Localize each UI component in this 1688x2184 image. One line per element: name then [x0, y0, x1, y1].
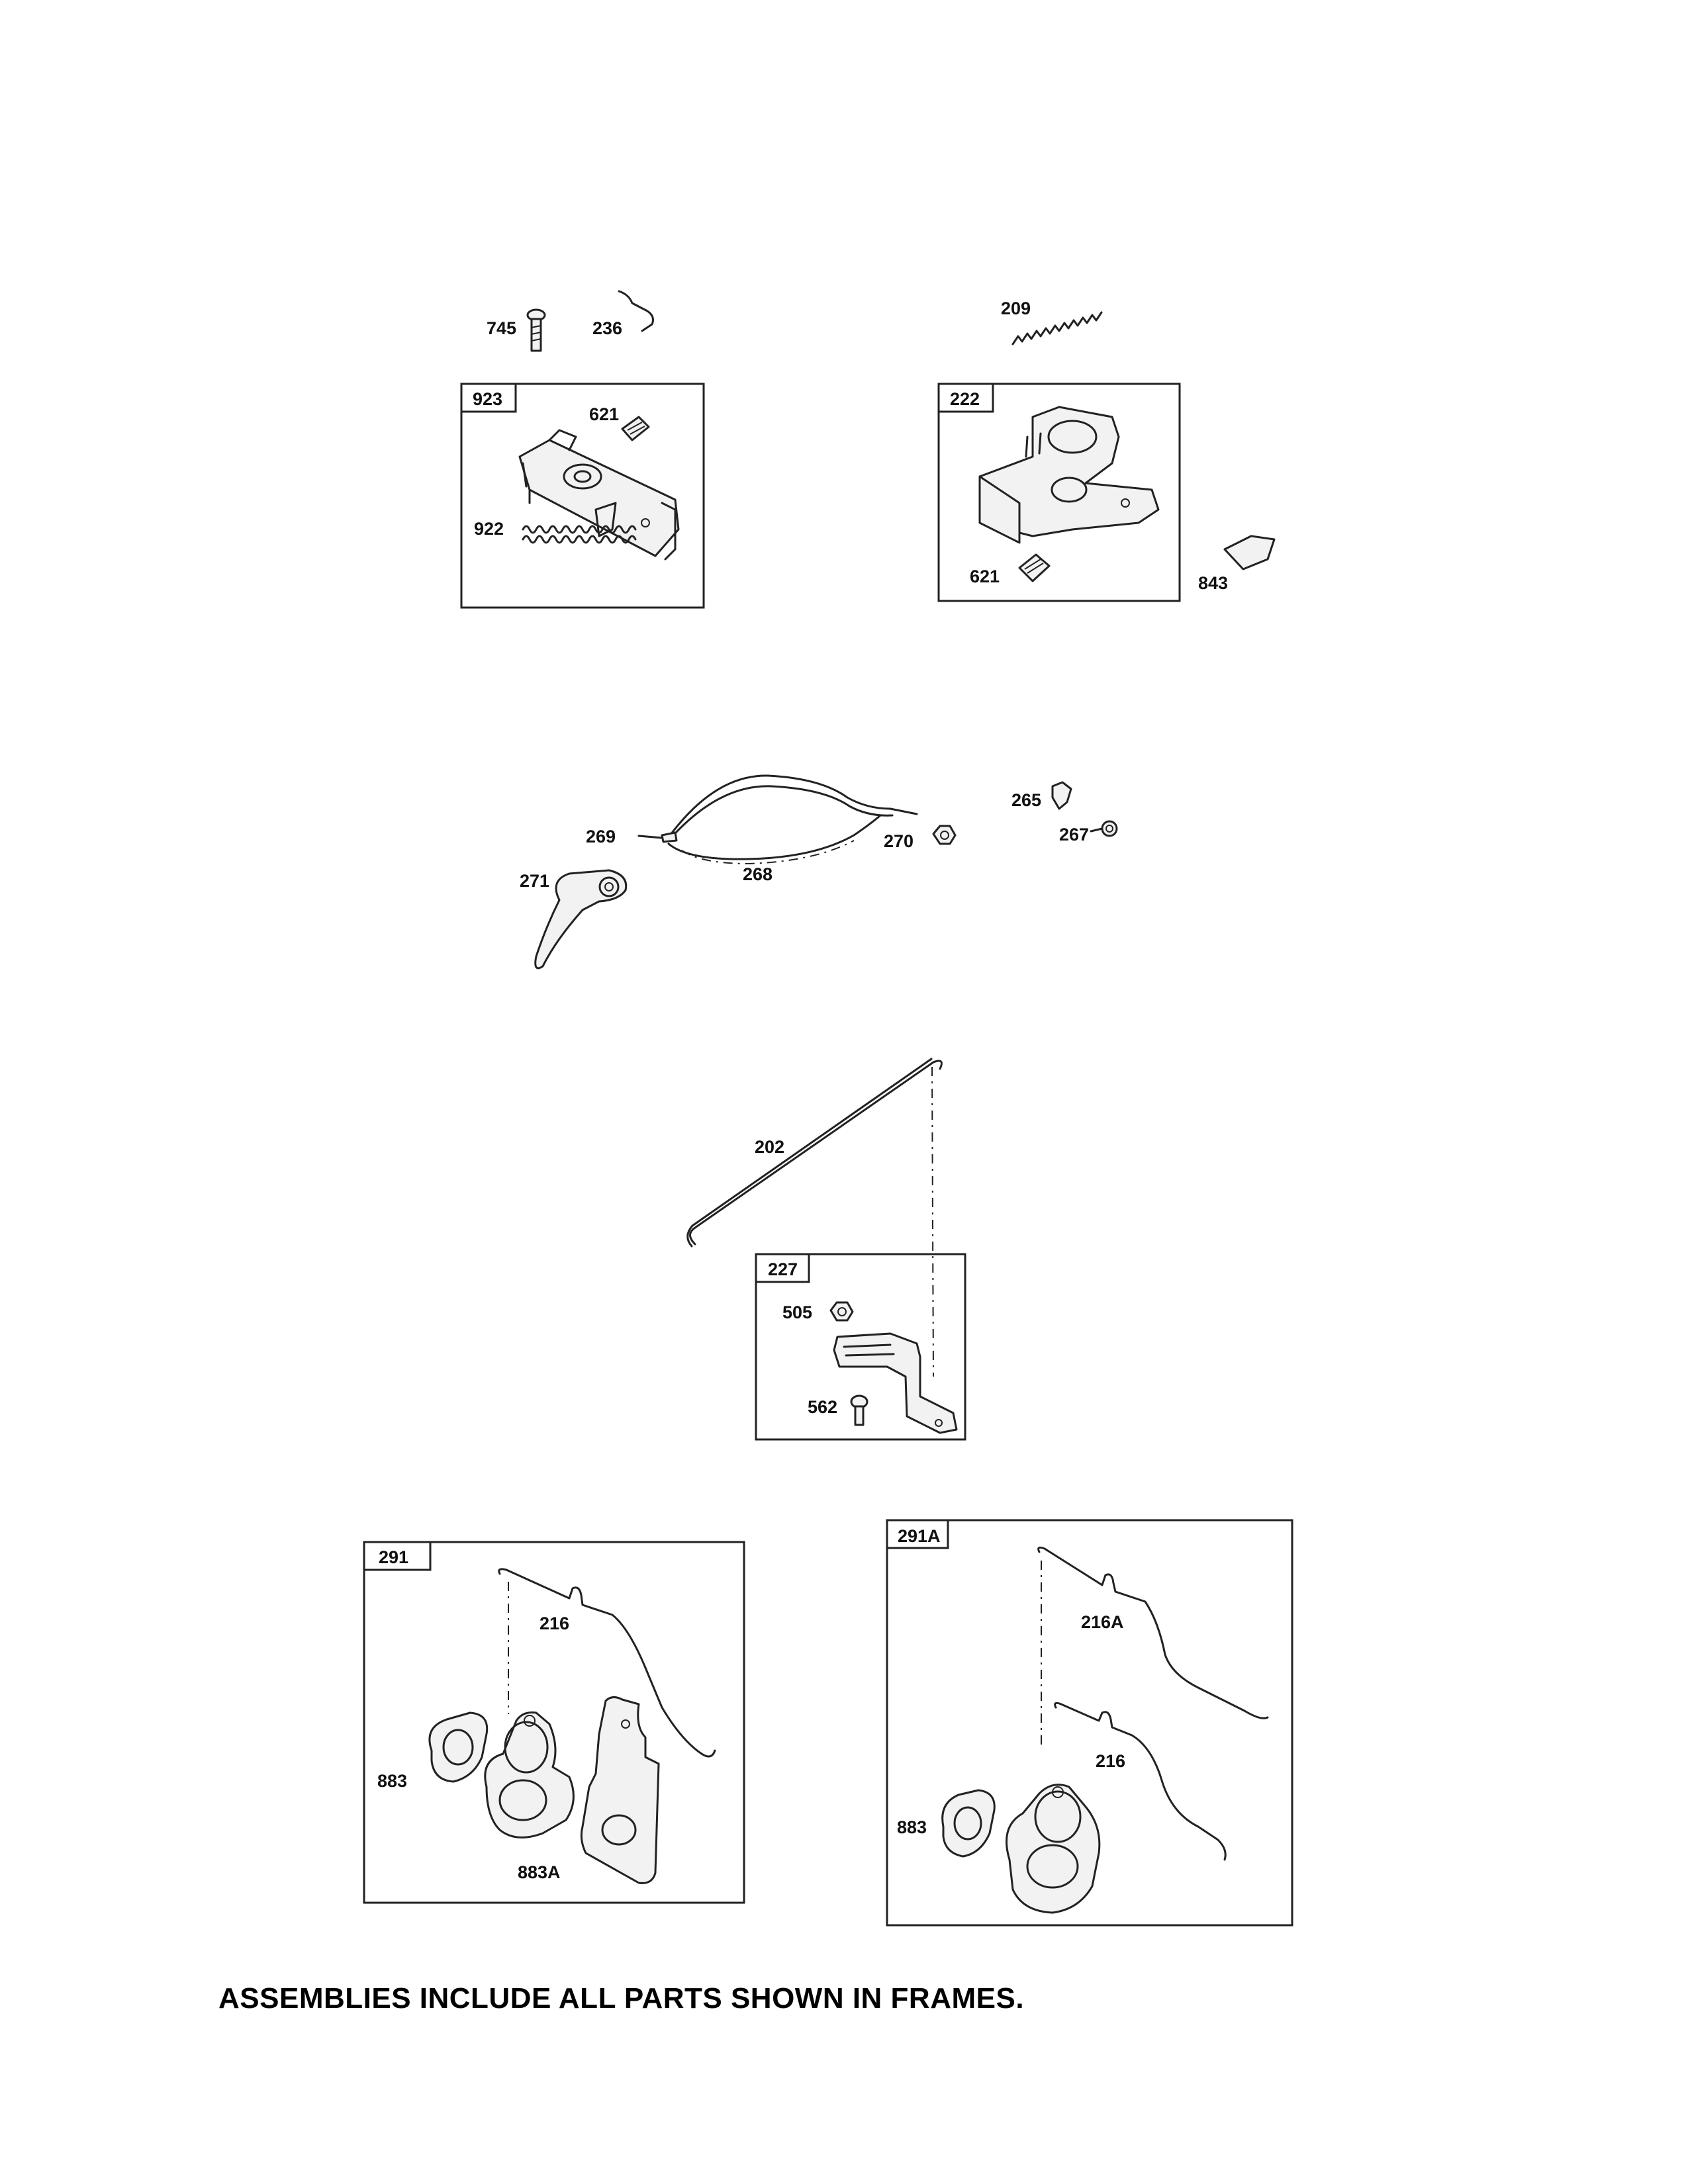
label-621-lower: 621 — [970, 567, 1000, 586]
spring-clip-621-drawing — [621, 416, 650, 441]
label-562: 562 — [808, 1397, 837, 1417]
label-268: 268 — [743, 864, 773, 884]
spring-922-drawing — [522, 525, 637, 544]
link-216A-drawing — [1037, 1546, 1269, 1719]
label-269: 269 — [586, 827, 616, 846]
bracket-227-drawing — [833, 1332, 958, 1434]
alignment-line-202 — [931, 1066, 934, 1377]
spring-209-drawing — [1011, 311, 1103, 345]
link-236-drawing — [618, 290, 654, 332]
tag-222: 222 — [950, 389, 980, 409]
label-271: 271 — [520, 871, 549, 891]
frame-227 — [755, 1253, 966, 1441]
label-202: 202 — [755, 1137, 784, 1157]
label-883-lower: 883 — [897, 1817, 927, 1837]
label-745: 745 — [487, 318, 516, 338]
rod-202-drawing — [686, 1058, 943, 1248]
label-236: 236 — [592, 318, 622, 338]
label-209: 209 — [1001, 298, 1031, 318]
tag-291A: 291A — [898, 1526, 941, 1546]
frame-291 — [363, 1541, 745, 1904]
tag-291: 291 — [379, 1547, 408, 1567]
nut-505-drawing — [829, 1301, 854, 1322]
nut-270-drawing — [932, 825, 957, 845]
wire-269-drawing — [637, 831, 678, 843]
assemblies-note: ASSEMBLIES INCLUDE ALL PARTS SHOWN IN FR… — [218, 1982, 1025, 2015]
label-265: 265 — [1011, 790, 1041, 810]
gasket-883-drawing — [428, 1711, 489, 1783]
screw-562-drawing — [850, 1394, 868, 1426]
label-270: 270 — [884, 831, 914, 851]
screw-267-drawing — [1090, 820, 1118, 837]
label-216: 216 — [539, 1614, 569, 1633]
label-505: 505 — [782, 1302, 812, 1322]
tag-923: 923 — [473, 389, 502, 409]
clip-265-drawing — [1051, 781, 1072, 810]
gasket-883-lower-drawing — [941, 1789, 996, 1858]
bolt-745-drawing — [526, 308, 546, 352]
lever-271-drawing — [534, 869, 628, 970]
governor-bracket-lower-drawing — [1006, 1784, 1101, 1914]
frame-923 — [460, 383, 705, 609]
governor-bracket-drawing — [484, 1711, 575, 1839]
plate-843-drawing — [1223, 535, 1276, 570]
label-216A: 216A — [1081, 1612, 1124, 1632]
label-843: 843 — [1198, 573, 1228, 593]
label-621-top: 621 — [589, 404, 619, 424]
label-922: 922 — [474, 519, 504, 539]
cable-268-drawing — [667, 774, 918, 865]
tag-227: 227 — [768, 1259, 798, 1279]
label-883A: 883A — [518, 1862, 561, 1882]
label-267: 267 — [1059, 825, 1089, 844]
frame-291A — [886, 1519, 1293, 1927]
label-883: 883 — [377, 1771, 407, 1791]
spring-clip-621-lower-drawing — [1018, 553, 1051, 582]
label-216-lower: 216 — [1096, 1751, 1125, 1771]
link-216-lower-drawing — [1054, 1702, 1227, 1861]
plate-883A-drawing — [580, 1696, 660, 1884]
link-216-drawing — [498, 1568, 716, 1758]
control-bracket-222-drawing — [978, 406, 1160, 544]
control-bracket-923-drawing — [518, 429, 680, 561]
frame-222 — [937, 383, 1181, 602]
